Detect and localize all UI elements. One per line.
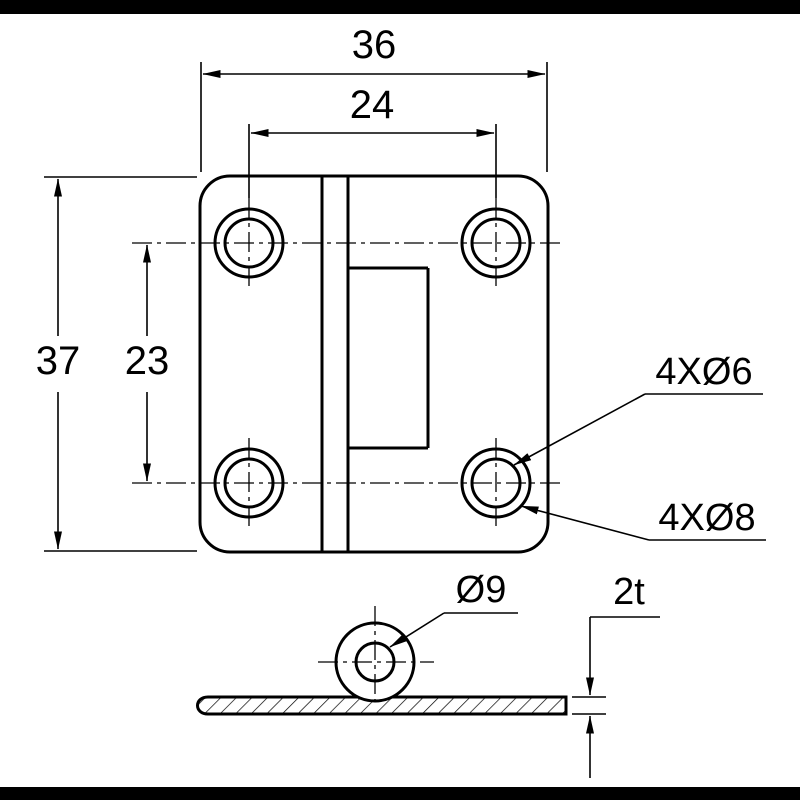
hole-top-right-inner xyxy=(470,217,522,269)
hole-spacing-y-text: 23 xyxy=(125,339,170,383)
hinge-plate-outline xyxy=(198,174,550,554)
hole-bottom-left-outer xyxy=(213,447,285,519)
dimension-overall-width: 36 xyxy=(200,23,548,172)
callout-knuckle-diameter: Ø9 xyxy=(389,569,518,648)
hole-bottom-right-inner xyxy=(470,457,522,509)
hole-bottom-right-outer xyxy=(460,447,532,519)
counterbore-large-text: 4XØ8 xyxy=(658,497,755,539)
side-view-plate-section xyxy=(196,695,568,716)
hole-top-right-outer xyxy=(460,207,532,279)
counterbore-small-text: 4XØ6 xyxy=(655,351,752,393)
plate-thickness-text: 2t xyxy=(613,571,645,613)
callout-counterbore-large: 4XØ8 xyxy=(520,497,766,541)
hinge-joint-lines xyxy=(320,176,430,552)
dimension-overall-height: 37 xyxy=(36,176,197,552)
letterbox-bottom xyxy=(0,787,800,800)
knuckle-diameter-text: Ø9 xyxy=(456,569,507,611)
hinge-side-view: Ø9 2t xyxy=(196,569,660,778)
dimension-hole-spacing-y: 23 xyxy=(125,244,170,482)
hole-spacing-x-text: 24 xyxy=(350,83,395,127)
hole-top-left-outer xyxy=(213,207,285,279)
callout-counterbore-small: 4XØ6 xyxy=(513,351,763,466)
overall-width-text: 36 xyxy=(352,23,397,67)
overall-height-text: 37 xyxy=(36,339,81,383)
hinge-top-view: 36 24 37 23 xyxy=(36,23,766,554)
letterbox-top xyxy=(0,0,800,14)
hole-top-left-inner xyxy=(223,217,275,269)
mounting-holes xyxy=(213,207,532,519)
dimension-plate-thickness: 2t xyxy=(572,571,660,778)
hole-bottom-left-inner xyxy=(223,457,275,509)
dimension-hole-spacing-x: 24 xyxy=(248,83,497,198)
centerlines xyxy=(132,198,560,528)
